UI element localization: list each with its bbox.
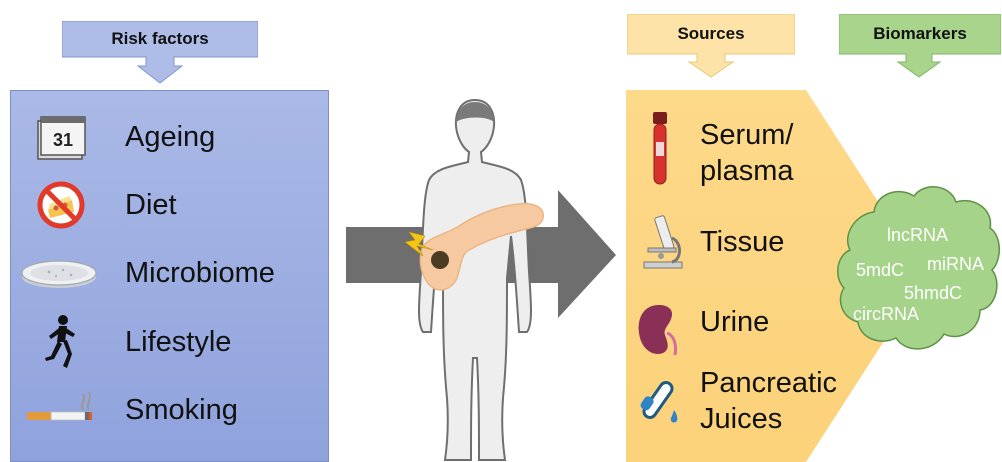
risk-factor-label: Ageing [125, 121, 215, 154]
risk-factor-ageing: 31 Ageing [11, 107, 330, 167]
petri-dish-icon [17, 245, 101, 301]
risk-factor-label: Microbiome [125, 257, 275, 290]
risk-factors-callout: Risk factors [62, 21, 258, 84]
sources-callout: Sources [627, 14, 795, 78]
risk-factors-header: Risk factors [62, 21, 258, 57]
biomarker-5mdc: 5mdC [856, 260, 904, 281]
test-tube-icon [636, 380, 682, 428]
risk-factor-label: Diet [125, 189, 177, 222]
blood-tube-icon [650, 112, 670, 188]
source-label-line1: Serum/ [700, 117, 794, 153]
runner-icon [29, 314, 93, 370]
risk-factors-panel: 31 Ageing Diet [10, 90, 329, 462]
risk-factor-label: Smoking [125, 394, 238, 427]
source-urine: Urine [700, 304, 769, 340]
no-food-icon [29, 177, 93, 233]
kidney-icon [637, 303, 681, 357]
biomarker-lncrna: lncRNA [887, 225, 948, 246]
microscope-icon [640, 212, 686, 270]
source-tissue: Tissue [700, 224, 784, 260]
sources-header: Sources [627, 14, 795, 54]
source-serum-plasma: Serum/ plasma [700, 117, 794, 189]
human-figure [395, 96, 555, 462]
biomarkers-callout: Biomarkers [839, 14, 1001, 78]
biomarkers-header: Biomarkers [839, 14, 1001, 54]
source-label-line2: plasma [700, 153, 794, 189]
source-pancreatic-juices: Pancreatic Juices [700, 365, 837, 437]
risk-factor-lifestyle: Lifestyle [11, 312, 330, 372]
risk-factor-label: Lifestyle [125, 326, 231, 359]
source-label-line1: Pancreatic [700, 365, 837, 401]
source-label-line2: Juices [700, 401, 837, 437]
calendar-icon: 31 [29, 109, 93, 165]
calendar-number: 31 [53, 130, 73, 150]
risk-factor-smoking: Smoking [11, 380, 330, 440]
cigarette-icon [23, 382, 99, 438]
biomarker-5hmdc: 5hmdC [904, 283, 962, 304]
biomarker-mirna: miRNA [927, 254, 984, 275]
biomarker-circrna: circRNA [853, 304, 919, 325]
risk-factor-diet: Diet [11, 175, 330, 235]
risk-factor-microbiome: Microbiome [11, 243, 330, 303]
